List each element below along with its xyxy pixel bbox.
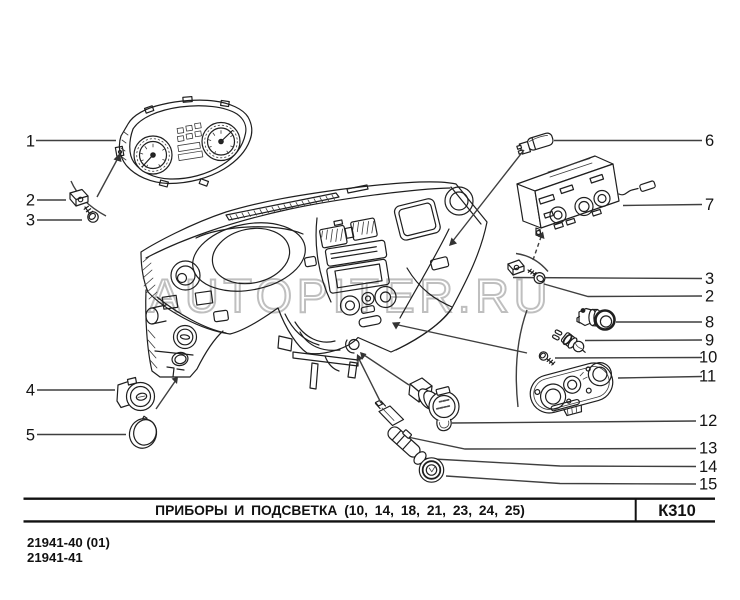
svg-text:12: 12 xyxy=(699,412,717,430)
svg-text:13: 13 xyxy=(699,440,717,458)
svg-text:14: 14 xyxy=(699,458,717,476)
svg-text:15: 15 xyxy=(699,476,717,494)
svg-text:3: 3 xyxy=(26,212,35,230)
svg-text:11: 11 xyxy=(699,368,716,386)
svg-text:21941-41: 21941-41 xyxy=(27,550,83,565)
svg-text:9: 9 xyxy=(705,332,714,350)
svg-text:AUTOPITER.RU: AUTOPITER.RU xyxy=(149,269,552,322)
svg-text:4: 4 xyxy=(26,382,35,400)
svg-text:7: 7 xyxy=(705,196,714,214)
svg-text:3: 3 xyxy=(705,270,714,288)
svg-text:К310: К310 xyxy=(658,502,696,520)
svg-text:2: 2 xyxy=(26,192,35,210)
svg-text:8: 8 xyxy=(705,314,714,332)
svg-text:ПРИБОРЫ И ПОДСВЕТКА (10, 14, 1: ПРИБОРЫ И ПОДСВЕТКА (10, 14, 18, 21, 23,… xyxy=(155,503,525,518)
svg-text:10: 10 xyxy=(699,349,717,367)
svg-text:6: 6 xyxy=(705,132,714,150)
svg-text:5: 5 xyxy=(26,427,35,445)
svg-text:21941-40 (01): 21941-40 (01) xyxy=(27,535,110,550)
svg-text:2: 2 xyxy=(705,288,714,306)
svg-text:1: 1 xyxy=(26,133,35,151)
